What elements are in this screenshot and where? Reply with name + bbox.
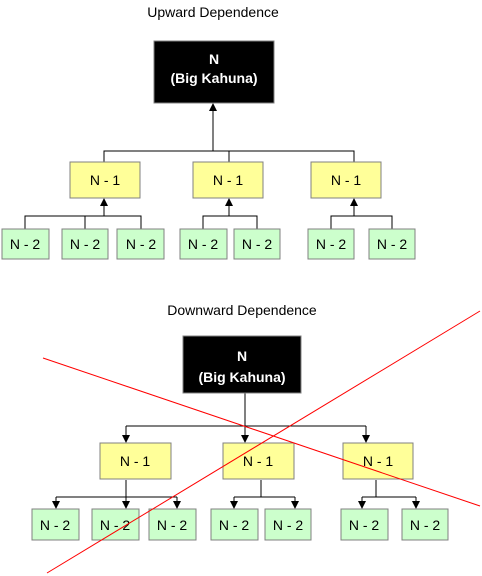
- upward-leaf-label: N - 2: [70, 236, 101, 252]
- upward-mid-node: N - 1: [192, 161, 264, 199]
- downward-top-node: N (Big Kahuna): [182, 335, 302, 394]
- downward-leaf-label: N - 2: [219, 517, 250, 533]
- downward-leaf-node: N - 2: [31, 508, 80, 541]
- upward-mid-label: N - 1: [90, 172, 121, 188]
- downward-mid-label: N - 1: [120, 453, 151, 469]
- upward-mid-node: N - 1: [69, 161, 141, 199]
- upward-leaf-node: N - 2: [307, 228, 355, 260]
- upward-leaf-node: N - 2: [368, 228, 416, 260]
- downward-leaf-label: N - 2: [157, 517, 188, 533]
- upward-leaf-label: N - 2: [10, 236, 41, 252]
- downward-mid-label: N - 1: [363, 453, 394, 469]
- upward-leaf-label: N - 2: [242, 236, 273, 252]
- downward-mid-node: N - 1: [222, 442, 295, 480]
- upward-mid-label: N - 1: [213, 172, 244, 188]
- downward-leaf-node: N - 2: [210, 508, 259, 541]
- downward-title: Downward Dependence: [167, 302, 317, 318]
- downward-leaf-node: N - 2: [401, 508, 449, 541]
- downward-leaf-label: N - 2: [349, 517, 380, 533]
- upward-leaf-node: N - 2: [233, 228, 281, 260]
- upward-top-node: N (Big Kahuna): [153, 40, 275, 104]
- downward-leaf-node: N - 2: [91, 508, 140, 541]
- downward-cross-out: [42, 310, 481, 574]
- downward-top-line1: N: [237, 348, 247, 364]
- downward-leaf-label: N - 2: [410, 517, 441, 533]
- upward-mid-label: N - 1: [331, 172, 362, 188]
- downward-mid-node: N - 1: [99, 442, 172, 480]
- downward-leaf-label: N - 2: [100, 517, 131, 533]
- upward-mid-node: N - 1: [310, 161, 382, 199]
- upward-leaf-node: N - 2: [61, 228, 109, 260]
- downward-leaf-node: N - 2: [340, 508, 389, 541]
- downward-mid-node: N - 1: [342, 442, 414, 480]
- downward-leaf-node: N - 2: [148, 508, 197, 541]
- upward-top-line2: (Big Kahuna): [170, 70, 257, 86]
- downward-connectors: [52, 393, 420, 509]
- upward-leaf-label: N - 2: [316, 236, 347, 252]
- downward-leaf-node: N - 2: [264, 508, 312, 541]
- downward-top-line2: (Big Kahuna): [198, 369, 285, 385]
- upward-top-line1: N: [209, 51, 219, 67]
- upward-leaf-node: N - 2: [116, 228, 165, 260]
- downward-mid-label: N - 1: [243, 453, 274, 469]
- upward-title: Upward Dependence: [147, 4, 279, 20]
- upward-leaf-label: N - 2: [126, 236, 157, 252]
- upward-leaf-node: N - 2: [1, 228, 50, 260]
- downward-leaf-label: N - 2: [40, 517, 71, 533]
- downward-leaf-label: N - 2: [273, 517, 304, 533]
- upward-connectors: [24, 103, 393, 229]
- upward-leaf-label: N - 2: [377, 236, 408, 252]
- upward-leaf-label: N - 2: [188, 236, 219, 252]
- upward-leaf-node: N - 2: [179, 228, 228, 260]
